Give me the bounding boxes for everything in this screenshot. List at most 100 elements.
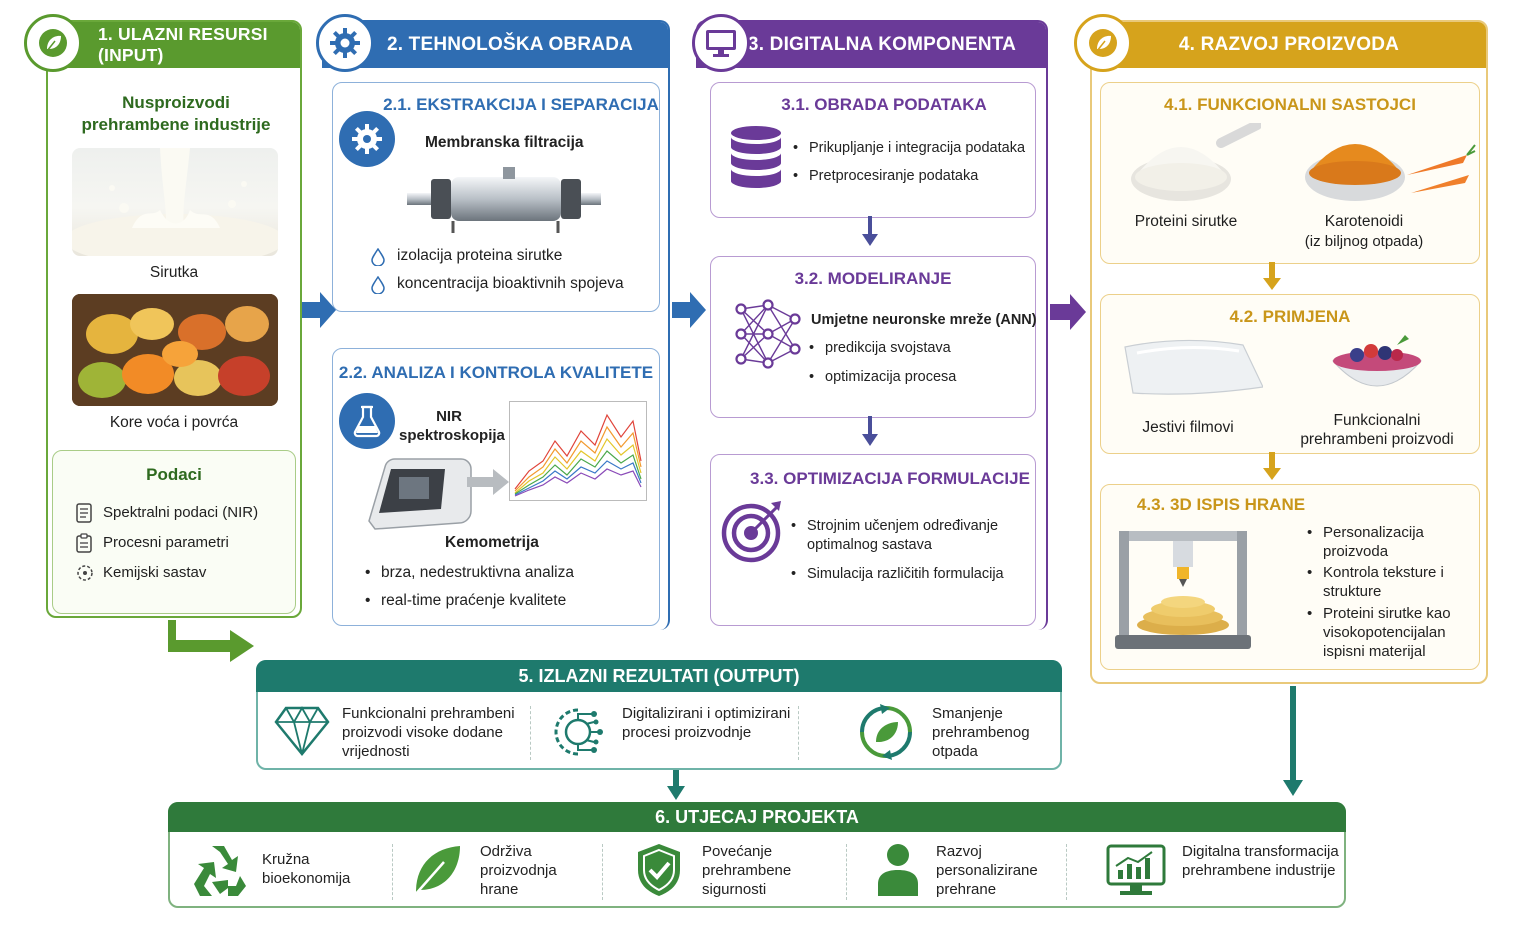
edible-film-image bbox=[1124, 339, 1263, 395]
flow-arrow-input-output bbox=[168, 620, 254, 662]
whey-protein-image bbox=[1131, 123, 1261, 201]
gear-badge bbox=[339, 111, 395, 167]
card-modeling-title: 3.2. MODELIRANJE bbox=[794, 269, 952, 288]
data-item-label: Kemijski sastav bbox=[103, 564, 207, 581]
gear-icon bbox=[330, 28, 360, 58]
flow-arrow-output-impact bbox=[667, 770, 685, 800]
column-digital-title: 3. DIGITALNA KOMPONENTA bbox=[747, 34, 1017, 55]
card-3d-printing: 4.3. 3D ISPIS HRANE Personalizacija proi… bbox=[1100, 484, 1480, 670]
flask-icon bbox=[353, 405, 381, 438]
card-data-processing: 3.1. OBRADA PODATAKA Prikupljanje i inte… bbox=[710, 82, 1036, 218]
3d-printer-image bbox=[1115, 531, 1251, 649]
impact-item-text: Održiva proizvodnja hrane bbox=[480, 843, 557, 898]
shield-check-icon bbox=[638, 844, 680, 896]
impact-header: 6. UTJECAJ PROJEKTA bbox=[168, 802, 1346, 832]
monitor-icon bbox=[706, 30, 736, 57]
formulation-item: Strojnim učenjem određivanje optimalnog … bbox=[791, 517, 1017, 555]
data-card: Podaci Spektralni podaci (NIR) Procesni … bbox=[52, 450, 296, 614]
card-application: 4.2. PRIMJENA Jestivi filmovi Funkcional… bbox=[1100, 294, 1480, 454]
flask-badge bbox=[339, 393, 395, 449]
input-subtitle: Nusproizvodi prehrambene industrije bbox=[81, 93, 271, 134]
card-data-processing-title: 3.1. OBRADA PODATAKA bbox=[781, 95, 987, 114]
column-input-header: 1. ULAZNI RESURSI (INPUT) bbox=[48, 22, 300, 68]
recycle-icon bbox=[194, 846, 246, 896]
target-icon bbox=[721, 501, 781, 563]
ann-label: Umjetne neuronske mreže (ANN) bbox=[811, 312, 1037, 328]
output-title: 5. IZLAZNI REZULTATI (OUTPUT) bbox=[518, 665, 800, 686]
output-header: 5. IZLAZNI REZULTATI (OUTPUT) bbox=[256, 660, 1062, 692]
column-input: 1. ULAZNI RESURSI (INPUT) Nusproizvodi p… bbox=[46, 20, 302, 618]
impact-divider bbox=[846, 844, 847, 900]
spectrometer-image bbox=[368, 458, 472, 530]
output-divider bbox=[530, 706, 531, 760]
impact-panel: 6. UTJECAJ PROJEKTA Kružna bioekonomija … bbox=[168, 802, 1346, 908]
card-ingredients-title: 4.1. FUNKCIONALNI SASTOJCI bbox=[1164, 95, 1416, 114]
edible-film-label: Jestivi filmovi bbox=[1142, 419, 1234, 436]
leaf-icon bbox=[39, 29, 67, 57]
quality-item: real-time praćenje kvalitete bbox=[365, 591, 566, 610]
impact-item-text: Digitalna transformacija prehrambene ind… bbox=[1182, 843, 1339, 879]
column-product-title: 4. RAZVOJ PROIZVODA bbox=[1178, 34, 1400, 55]
person-icon bbox=[878, 844, 918, 896]
impact-item-text: Povećanje prehrambene sigurnosti bbox=[702, 843, 792, 898]
printing-item: Personalizacija proizvoda bbox=[1307, 523, 1453, 561]
data-item-spectral: Spektralni podaci (NIR) bbox=[75, 503, 295, 525]
data-item-chemical: Kemijski sastav bbox=[75, 563, 295, 585]
impact-item-text: Kružna bioekonomija bbox=[262, 851, 351, 887]
flow-arrow-down-32 bbox=[862, 416, 878, 446]
extraction-item-label: koncentracija bioaktivnih spojeva bbox=[397, 275, 624, 292]
card-extraction: 2.1. EKSTRAKCIJA I SEPARACIJA Membranska… bbox=[332, 82, 660, 312]
digital-badge bbox=[692, 14, 750, 72]
column-technology-title: 2. TEHNOLOŠKA OBRADA bbox=[386, 34, 634, 55]
output-item-text: Smanjenje prehrambenog otpada bbox=[932, 705, 1030, 760]
card-ingredients: 4.1. FUNKCIONALNI SASTOJCI Proteini siru… bbox=[1100, 82, 1480, 264]
whey-protein-label: Proteini sirutke bbox=[1134, 213, 1238, 230]
card-application-title: 4.2. PRIMJENA bbox=[1229, 307, 1351, 326]
clipboard-icon bbox=[76, 533, 92, 553]
output-panel: 5. IZLAZNI REZULTATI (OUTPUT) Funkcional… bbox=[256, 660, 1062, 770]
carotenoid-label: Karotenoidi bbox=[1324, 213, 1404, 230]
whey-label: Sirutka bbox=[149, 264, 199, 281]
data-item-process: Procesni parametri bbox=[75, 533, 295, 555]
column-technology-header: 2. TEHNOLOŠKA OBRADA bbox=[322, 22, 668, 68]
membrane-label: Membranska filtracija bbox=[425, 134, 584, 151]
column-technology: 2. TEHNOLOŠKA OBRADA 2.1. EKSTRAKCIJA I … bbox=[322, 20, 670, 630]
droplet-icon bbox=[371, 248, 385, 266]
gear-icon bbox=[352, 124, 382, 154]
output-item-text: Funkcionalni prehrambeni proizvodi visok… bbox=[342, 705, 515, 760]
monitor-chart-icon bbox=[1106, 844, 1166, 895]
modeling-item: predikcija svojstava bbox=[809, 339, 951, 358]
impact-divider bbox=[602, 844, 603, 900]
data-item-label: Procesni parametri bbox=[103, 534, 229, 551]
column-digital-header: 3. DIGITALNA KOMPONENTA bbox=[696, 22, 1046, 68]
circuit-gear-icon bbox=[554, 708, 603, 756]
document-icon bbox=[76, 503, 92, 523]
product-badge bbox=[1074, 14, 1132, 72]
database-icon bbox=[731, 126, 781, 188]
printing-item: Kontrola teksture i strukture bbox=[1307, 563, 1453, 601]
column-input-title: 1. ULAZNI RESURSI (INPUT) bbox=[98, 24, 268, 65]
formulation-item: Simulacija različitih formulacija bbox=[791, 565, 1027, 584]
arrow-right-icon bbox=[467, 469, 509, 495]
input-badge bbox=[24, 14, 82, 72]
column-digital: 3. DIGITALNA KOMPONENTA 3.1. OBRADA PODA… bbox=[696, 20, 1048, 630]
column-product: 4. RAZVOJ PROIZVODA 4.1. FUNKCIONALNI SA… bbox=[1090, 20, 1488, 684]
peels-label: Kore voća i povrća bbox=[109, 414, 239, 431]
membrane-filter-image bbox=[407, 167, 601, 233]
card-quality: 2.2. ANALIZA I KONTROLA KVALITETE NIR sp… bbox=[332, 348, 660, 626]
modeling-item: optimizacija procesa bbox=[809, 368, 956, 387]
flow-arrow-3-4 bbox=[1050, 294, 1086, 330]
card-extraction-title: 2.1. EKSTRAKCIJA I SEPARACIJA bbox=[383, 95, 659, 114]
impact-divider bbox=[392, 844, 393, 900]
flow-arrow-1-2 bbox=[302, 292, 336, 328]
carotenoid-image bbox=[1305, 144, 1476, 201]
functional-food-image bbox=[1331, 335, 1423, 387]
flow-arrow-down-31 bbox=[862, 216, 878, 246]
column-product-header: 4. RAZVOJ PROIZVODA bbox=[1092, 22, 1486, 68]
data-processing-item: Pretprocesiranje podataka bbox=[793, 167, 978, 186]
data-processing-item: Prikupljanje i integracija podataka bbox=[793, 139, 1025, 158]
technology-badge bbox=[316, 14, 374, 72]
printing-item: Proteini sirutke kao visokopotencijalan … bbox=[1307, 604, 1473, 661]
card-formulation: 3.3. OPTIMIZACIJA FORMULACIJE Strojnim u… bbox=[710, 454, 1036, 626]
flow-arrow-down-42 bbox=[1263, 452, 1281, 480]
